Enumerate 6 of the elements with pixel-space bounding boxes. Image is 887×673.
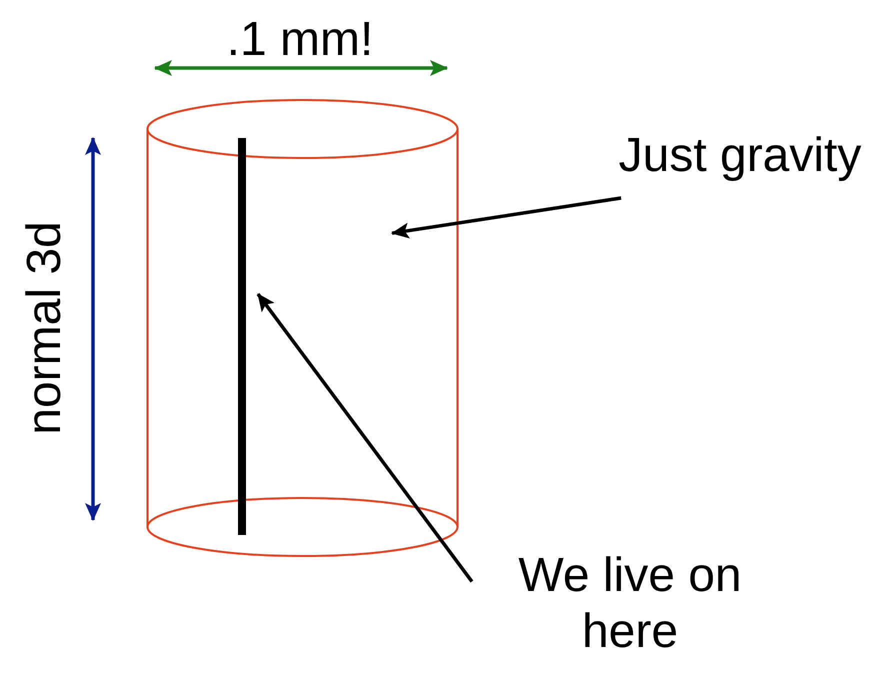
leader-arrow	[391, 196, 622, 239]
leader-arrow	[256, 292, 474, 583]
dimension-label: normal 3d	[17, 220, 72, 437]
dimension-label: .1 mm!	[226, 12, 374, 68]
annotation-text: Just gravity	[595, 128, 885, 184]
annotation-text: We live on here	[470, 548, 790, 660]
